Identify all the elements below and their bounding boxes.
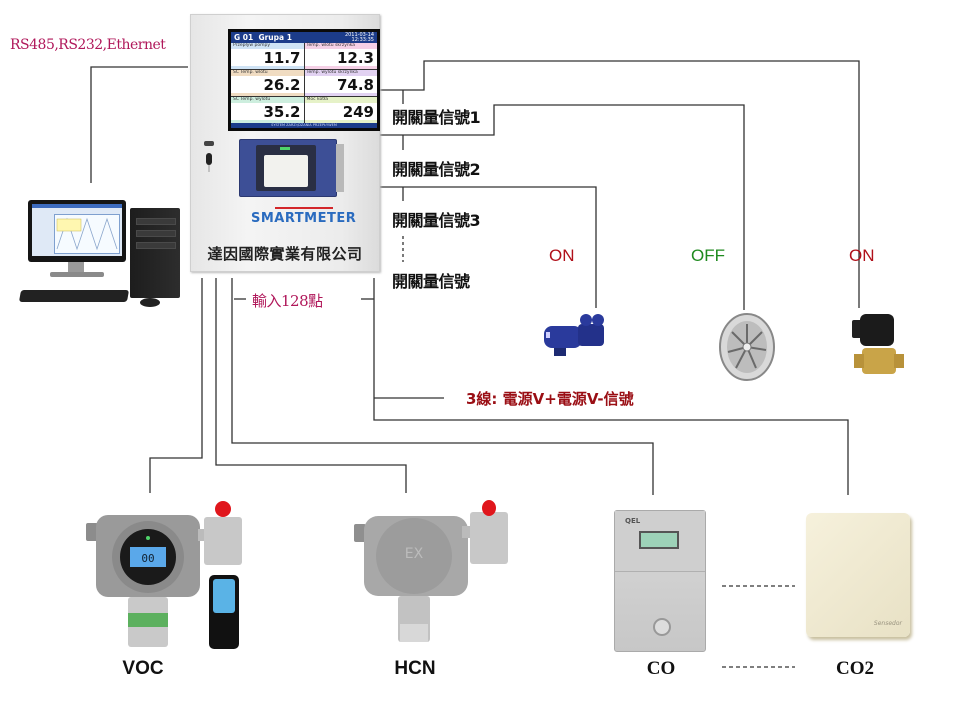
wire-signal-2-pump <box>378 186 597 308</box>
co2-brand-mark: Sensedor <box>873 620 902 627</box>
cell-bar <box>231 66 304 69</box>
screen-group-id: G 01 <box>234 33 254 42</box>
thermal-printer <box>239 139 344 197</box>
fan-state: OFF <box>691 246 725 265</box>
cell-value: 11.7 <box>263 49 301 67</box>
brand-logo: SMARTMETER <box>251 211 357 226</box>
pc-tower <box>130 208 180 298</box>
fan-icon <box>716 312 778 382</box>
signal-output-2-label: 開關量信號2 <box>392 160 481 179</box>
cell-caption: SC Temp. wylotu <box>231 97 304 103</box>
solenoid-valve-icon <box>848 310 908 380</box>
mouse-icon <box>140 298 160 307</box>
monitor-base <box>50 272 104 277</box>
co-detector: QEL <box>614 510 706 652</box>
cell-caption: Moc kotła <box>304 97 377 103</box>
wiring-spec-label: 3線: 電源V+電源V-信號 <box>466 390 634 408</box>
co-sensor-port <box>653 618 671 636</box>
drive-bay <box>136 218 176 225</box>
input-count-label: 輸入128點 <box>252 292 323 310</box>
company-name: 達因國際實業有限公司 <box>207 245 363 263</box>
wire-co <box>231 278 654 495</box>
co2-detector: Sensedor <box>806 513 910 637</box>
voc-label: VOC <box>122 658 164 679</box>
printer-window <box>256 145 316 191</box>
cell-bar <box>231 120 304 123</box>
co-display-panel: QEL <box>615 511 705 572</box>
screen-time: 12:33:35 <box>351 36 374 43</box>
wire-signal-1-fan <box>378 104 745 310</box>
signal-output-3-label: 開關量信號3 <box>392 211 481 230</box>
pc-monitor <box>28 200 126 262</box>
cell-value: 249 <box>342 103 374 121</box>
keyboard-icon <box>18 290 130 302</box>
cell-caption: Temp. wylotu skrzynka <box>304 70 377 76</box>
printer-paper <box>264 155 308 187</box>
monitor-titlebar <box>32 204 122 208</box>
co2-label: CO2 <box>836 658 874 679</box>
monitor-chart-window <box>54 214 120 254</box>
cell-bar <box>304 93 377 96</box>
pump-state: ON <box>549 246 575 265</box>
co-lcd <box>639 531 679 549</box>
printer-side <box>336 144 344 192</box>
cell-bar <box>304 66 377 69</box>
co-label: CO <box>646 658 676 679</box>
signal-output-n-label: 開關量信號 <box>392 272 470 291</box>
wire-co2 <box>373 278 849 495</box>
hcn-detector: EX <box>350 500 510 650</box>
comm-protocols-label: RS485,RS232,Ethernet <box>10 37 166 53</box>
cell-value: 35.2 <box>263 103 301 121</box>
key-lock-icon <box>203 139 215 173</box>
voc-detector: 00 <box>80 495 260 655</box>
cell-value: 74.8 <box>336 76 374 94</box>
printer-led <box>280 147 290 150</box>
svg-text:EX: EX <box>405 546 424 562</box>
cell-caption: Przepływ pompy <box>231 43 304 49</box>
monitor-stand <box>68 262 84 272</box>
cell-caption: SC Temp. wlotu <box>231 70 304 76</box>
signal-output-1-label: 開關量信號1 <box>392 108 481 127</box>
monitor-screen <box>32 204 122 256</box>
cell-bar <box>231 93 304 96</box>
cell-bar <box>304 120 377 123</box>
drive-bay <box>136 242 176 249</box>
wire-signal-1-valve <box>378 60 860 308</box>
cell-value: 26.2 <box>263 76 301 94</box>
screen-group-name: Grupa 1 <box>258 33 292 42</box>
screen-footer: SYSTEM ZARZĄDZANIA PRZEPŁYWEM <box>231 123 377 128</box>
drive-bay <box>136 230 176 237</box>
screen-date: 2011-03-14 <box>344 31 374 38</box>
svg-text:00: 00 <box>141 552 154 565</box>
wire-voc <box>149 278 203 493</box>
pump-icon <box>540 312 610 358</box>
valve-state: ON <box>849 246 875 265</box>
comm-cable <box>90 66 188 183</box>
wire-hcn <box>215 278 407 493</box>
co-brand-mark: QEL <box>625 517 641 525</box>
brand-accent-line <box>275 207 333 209</box>
hcn-label: HCN <box>394 658 436 679</box>
cell-caption: Temp. wlotu skrzynka <box>304 43 377 49</box>
cell-value: 12.3 <box>336 49 374 67</box>
monitor-waveform-icon <box>56 217 118 251</box>
